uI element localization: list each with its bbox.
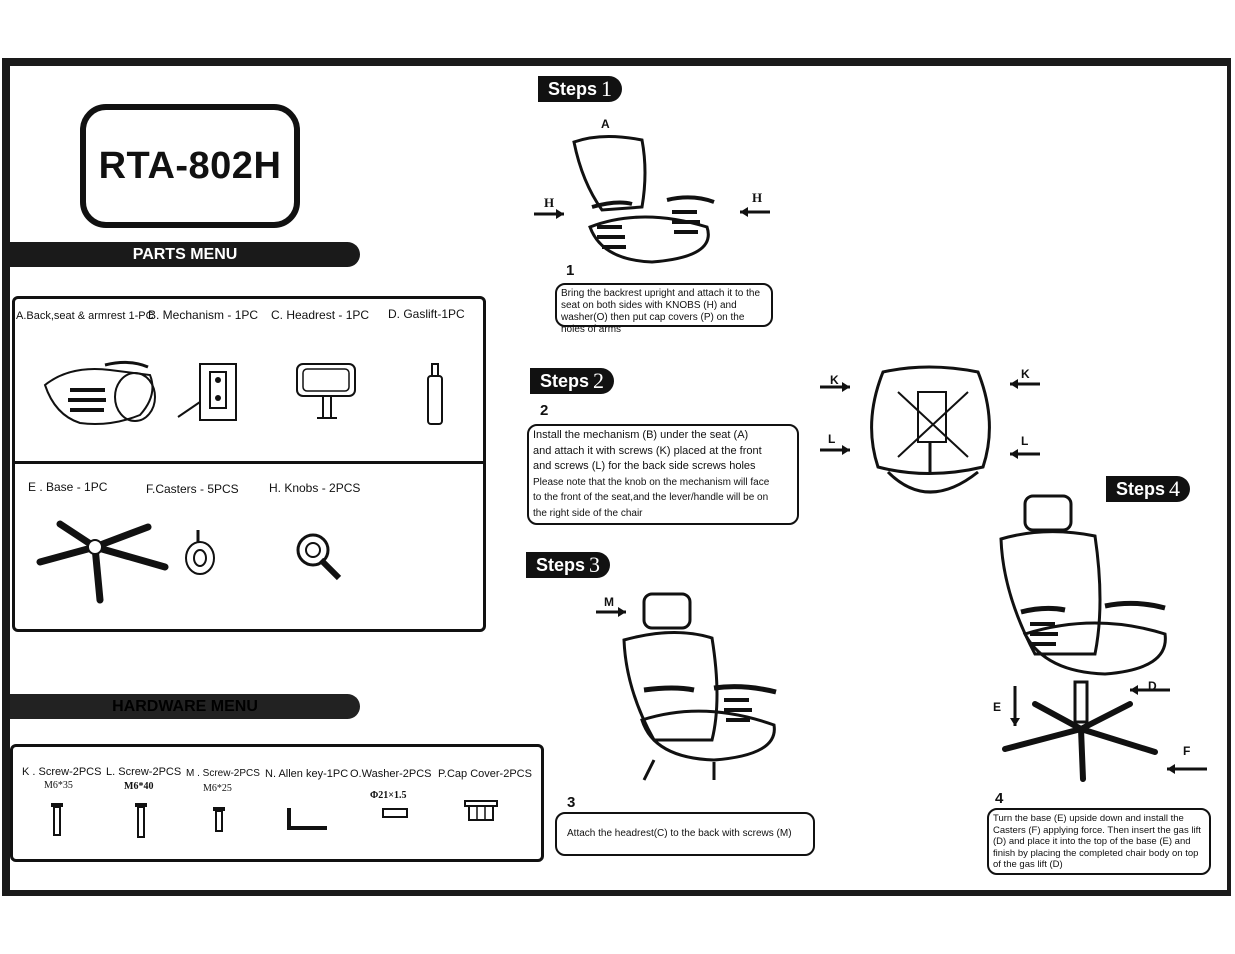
step2-line-2: and attach it with screws (K) placed at … — [533, 444, 762, 457]
cap-cover-icon — [464, 800, 498, 821]
washer-icon — [382, 808, 408, 818]
step4-index: 4 — [995, 790, 1004, 807]
hw-spec-k: M6*35 — [44, 780, 73, 791]
hardware-menu-title: HARDWARE MENU — [10, 694, 360, 719]
caster-icon — [185, 530, 215, 575]
seat-back-armrest-icon — [43, 360, 156, 425]
step4-label-e: E — [993, 700, 1002, 714]
mechanism-icon — [177, 363, 237, 421]
parts-divider — [15, 461, 483, 464]
headrest-icon — [296, 363, 356, 419]
step1-label-h-left: H — [544, 195, 555, 210]
gaslift-icon — [427, 363, 443, 425]
screw-k-icon — [51, 803, 63, 836]
hw-spec-l: M6*40 — [124, 781, 154, 792]
part-label-e: E . Base - 1PC — [28, 480, 108, 494]
part-label-f: F.Casters - 5PCS — [146, 482, 239, 496]
parts-menu-title: PARTS MENU — [10, 242, 360, 267]
step4-chair-illustration — [999, 494, 1207, 782]
allen-key-icon — [287, 808, 327, 830]
hw-label-p: P.Cap Cover-2PCS — [438, 768, 532, 780]
step3-label-m: M — [604, 595, 614, 609]
knob-icon — [296, 533, 342, 581]
step1-chair-illustration — [534, 134, 770, 264]
part-label-a: A.Back,seat & armrest 1-PC — [16, 310, 154, 322]
step2-label-l-right: L — [1021, 434, 1029, 448]
step4-label-f: F — [1183, 744, 1191, 758]
parts-menu-box — [12, 296, 486, 632]
base-icon — [36, 520, 169, 604]
step2-instructions: Install the mechanism (B) under the seat… — [527, 424, 799, 525]
hardware-menu-box — [10, 744, 544, 862]
step1-index: 1 — [566, 262, 575, 279]
part-label-b: B. Mechanism - 1PC — [148, 308, 259, 322]
hw-label-n: N. Allen key-1PC — [265, 768, 349, 780]
step2-label-k-left: K — [830, 373, 839, 387]
step2-line-3: and screws (L) for the back side screws … — [533, 460, 756, 472]
hw-label-l: L. Screw-2PCS — [106, 766, 182, 778]
step3-instructions: Attach the headrest(C) to the back with … — [555, 812, 815, 856]
step2-index: 2 — [540, 402, 549, 419]
hw-label-m: M . Screw-2PCS — [186, 768, 260, 779]
step4-instructions: Turn the base (E) upside down and instal… — [987, 808, 1211, 875]
hw-spec-m: M6*25 — [203, 783, 232, 794]
hw-label-o: O.Washer-2PCS — [350, 768, 432, 780]
step2-label-l-left: L — [828, 432, 836, 446]
step1-label-a: A — [601, 117, 610, 131]
part-label-h: H. Knobs - 2PCS — [269, 481, 361, 495]
step4-label-d: D — [1148, 679, 1157, 693]
step2-line-5: to the front of the seat,and the lever/h… — [533, 492, 769, 503]
screw-l-icon — [135, 803, 147, 838]
screw-m-icon — [213, 807, 225, 832]
step2-line-4: Please note that the knob on the mechani… — [533, 476, 770, 488]
step2-line-1: Install the mechanism (B) under the seat… — [533, 429, 749, 441]
step1-instructions: Bring the backrest upright and attach it… — [555, 283, 773, 335]
step3-chair-illustration — [596, 592, 777, 781]
hw-spec-o: Φ21×1.5 — [370, 790, 407, 801]
step1-label-h-right: H — [752, 190, 763, 205]
step3-index: 3 — [567, 794, 576, 811]
model-title: RTA-802H — [80, 104, 300, 228]
step2-label-k-right: K — [1021, 367, 1030, 381]
step2-chair-underside-illustration — [820, 365, 1040, 494]
part-label-d: D. Gaslift-1PC — [388, 307, 465, 321]
hw-label-k: K . Screw-2PCS — [22, 766, 102, 778]
part-label-c: C. Headrest - 1PC — [271, 308, 370, 322]
step2-line-6: the right side of the chair — [533, 507, 643, 519]
